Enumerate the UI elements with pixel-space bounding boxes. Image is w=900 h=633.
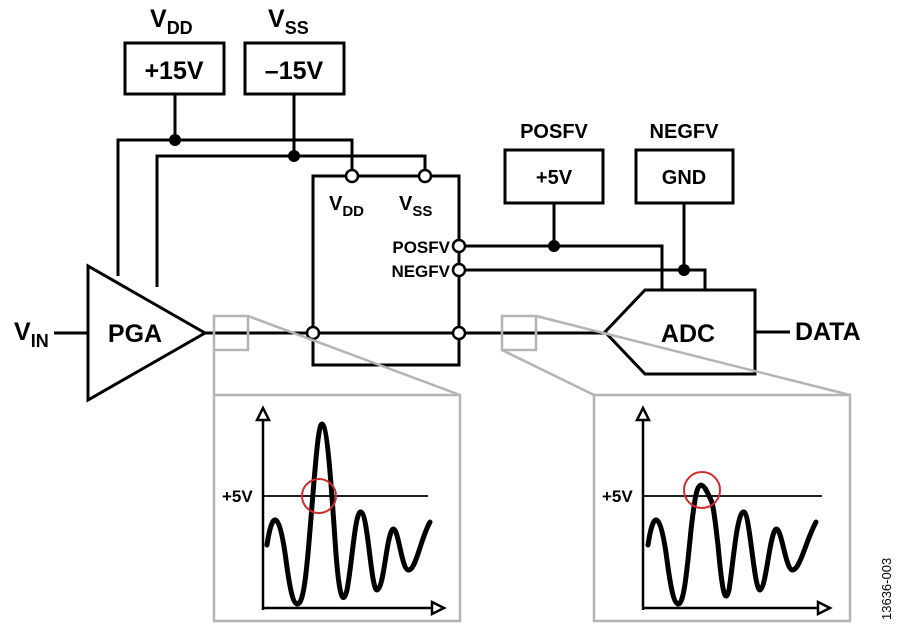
left-inset-x-arrow xyxy=(430,599,447,617)
left-inset-waveform xyxy=(264,421,433,607)
right-inset-waveform xyxy=(645,482,819,607)
protector-vss-label: VSS xyxy=(399,193,432,220)
left-inset-threshold-label: +5V xyxy=(222,487,253,506)
vss-to-pga-wire xyxy=(155,154,294,287)
posfv-to-adc-wire xyxy=(552,203,664,290)
negfv-supply-box xyxy=(634,148,735,205)
figure-id: 13636-003 xyxy=(879,558,894,620)
protector-vdd-label: VDD xyxy=(329,193,364,220)
protector-output-pin xyxy=(451,325,467,341)
right-zoom-lines xyxy=(501,314,851,397)
left-inset-highlight-circle xyxy=(301,478,337,514)
left-inset-plot: +5V xyxy=(222,405,447,617)
vss-junction-dot xyxy=(288,150,300,162)
vdd-to-pga-wire xyxy=(116,138,175,276)
right-inset-x-arrow xyxy=(816,599,833,617)
negfv-supply-value: GND xyxy=(662,167,706,189)
left-zoom-box xyxy=(212,314,250,352)
right-inset-threshold-label: +5V xyxy=(602,487,633,506)
posfv-supply-value: +5V xyxy=(536,167,573,189)
vss-supply-value: –15V xyxy=(265,57,324,85)
protector-vdd-pin xyxy=(344,168,360,184)
protector-posfv-label: POSFV xyxy=(392,238,450,257)
pga-label: PGA xyxy=(108,320,162,348)
posfv-junction-dot xyxy=(548,240,560,252)
negfv-to-adc-wire xyxy=(682,203,707,290)
left-zoom-lines xyxy=(212,314,461,397)
vdd-supply-title: VDD xyxy=(150,5,193,38)
data-output-label: DATA xyxy=(795,318,861,346)
posfv-supply-box xyxy=(503,148,605,205)
vss-rail-wire xyxy=(292,94,427,170)
left-inset-y-arrow xyxy=(254,405,272,422)
protector-posfv-pin xyxy=(451,238,467,254)
right-inset-frame xyxy=(592,393,852,623)
negfv-junction-dot xyxy=(678,264,690,276)
protector-vss-pin xyxy=(417,168,433,184)
adc-label: ADC xyxy=(661,320,715,348)
vss-supply-title: VSS xyxy=(268,5,309,38)
right-inset-highlight-circle xyxy=(683,471,721,509)
pga-amplifier xyxy=(86,263,209,403)
right-inset-plot: +5V xyxy=(602,405,833,617)
protector-input-pin xyxy=(305,325,321,341)
vdd-junction-dot xyxy=(169,134,181,146)
posfv-supply-title: POSFV xyxy=(520,121,588,143)
vin-label: VIN xyxy=(14,318,49,351)
vdd-supply-value: +15V xyxy=(144,57,203,85)
left-inset-frame xyxy=(212,393,462,623)
adc-block xyxy=(602,288,757,376)
negfv-supply-title: NEGFV xyxy=(650,121,720,143)
right-inset-y-arrow xyxy=(634,405,652,422)
right-zoom-box xyxy=(500,314,538,352)
protector-negfv-label: NEGFV xyxy=(391,262,450,281)
vdd-rail-wire xyxy=(173,94,354,170)
protector-negfv-pin xyxy=(451,262,467,278)
